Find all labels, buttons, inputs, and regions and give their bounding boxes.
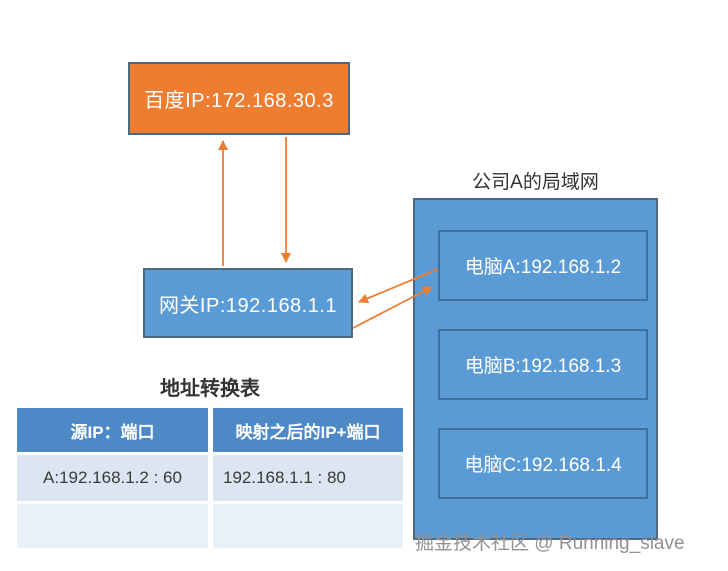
nat-table-cell-source-2	[17, 504, 208, 548]
nat-table-cell-mapped-1: 192.168.1.1 : 80	[213, 455, 403, 501]
nat-table: 源IP：端口 映射之后的IP+端口 A:192.168.1.2 : 60 192…	[17, 408, 403, 548]
nat-table-title: 地址转换表	[160, 378, 260, 400]
gateway-box: 网关IP:192.168.1.1	[143, 268, 353, 338]
computer-c-box: 电脑C:192.168.1.4	[438, 428, 648, 499]
computer-a-box: 电脑A:192.168.1.2	[438, 230, 648, 301]
watermark: 掘金技术社区 @ Running_slave	[415, 533, 685, 554]
computer-c-label: 电脑C:192.168.1.4	[464, 455, 622, 476]
gateway-label: 网关IP:192.168.1.1	[158, 294, 338, 317]
nat-table-cell-mapped-2	[213, 504, 403, 548]
computer-b-box: 电脑B:192.168.1.3	[438, 329, 648, 400]
nat-table-header-source: 源IP：端口	[17, 408, 208, 452]
baidu-server-label: 百度IP:172.168.30.3	[144, 90, 334, 112]
computer-a-label: 电脑A:192.168.1.2	[464, 257, 622, 278]
lan-container: 电脑A:192.168.1.2 电脑B:192.168.1.3 电脑C:192.…	[413, 198, 658, 540]
nat-table-cell-source-1: A:192.168.1.2 : 60	[17, 455, 208, 501]
lan-title: 公司A的局域网	[472, 172, 599, 193]
baidu-server-box: 百度IP:172.168.30.3	[128, 62, 350, 135]
computer-b-label: 电脑B:192.168.1.3	[464, 356, 622, 377]
nat-table-header-mapped: 映射之后的IP+端口	[213, 408, 403, 452]
